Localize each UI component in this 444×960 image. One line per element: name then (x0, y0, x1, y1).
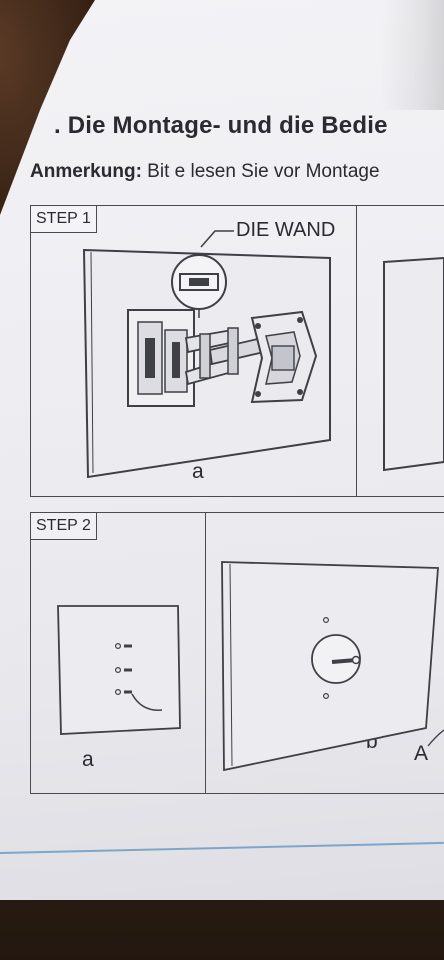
wall-anchor-icon (311, 634, 361, 684)
step1-sub-label: a (192, 460, 204, 483)
note-line: Anmerkung: Bit e lesen Sie vor Montage (30, 161, 380, 183)
wall-label: DIE WAND (236, 219, 336, 241)
step2-right-sub-label: b (366, 730, 378, 753)
step2-wall-panel (57, 605, 181, 735)
section-title: . Die Montage- und die Bedie (54, 112, 388, 139)
wall-pointer (200, 230, 234, 248)
next-step-panel (383, 256, 444, 472)
step2-left-sub-label: a (82, 748, 94, 771)
blue-divider-line (0, 841, 444, 854)
step1-next-box (357, 205, 444, 497)
anchor-holes-icon (114, 642, 132, 695)
step2-right-box (206, 512, 444, 794)
note-text: Bit e lesen Sie vor Montage (141, 161, 380, 182)
instruction-sheet: . Die Montage- und die Bedie Anmerkung: … (0, 0, 444, 900)
tv-plate-icon (250, 310, 318, 404)
wall-bracket-icon (127, 309, 195, 407)
step1-tag: STEP 1 (31, 206, 97, 233)
paper-fold-shadow (380, 0, 444, 110)
step2-right-callout: A (414, 742, 429, 765)
step1-illustration (82, 230, 444, 479)
step2-tag: STEP 2 (31, 513, 97, 540)
callout-a-leader (427, 729, 444, 747)
step2-illustration (57, 561, 444, 772)
callout-b-leader (131, 693, 163, 711)
step2-left-box: STEP 2 (30, 512, 206, 794)
step1-box: STEP 1 (30, 205, 357, 497)
note-label: Anmerkung: (30, 161, 142, 182)
